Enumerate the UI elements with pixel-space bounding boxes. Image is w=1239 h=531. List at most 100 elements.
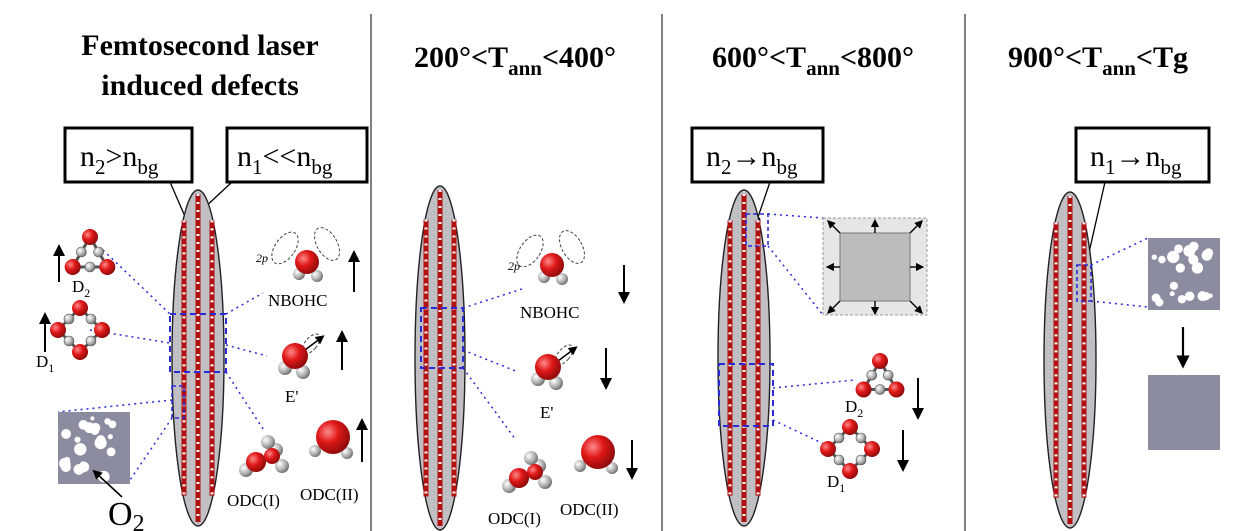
modified-region-ellipse [1043, 191, 1097, 529]
panel-title-line: Femtosecond laser [81, 29, 318, 62]
modified-region-ellipse [414, 185, 466, 531]
o-atom [842, 419, 858, 435]
spin-arrow [557, 346, 578, 362]
void-bubble [74, 443, 87, 456]
void-bubble [1177, 295, 1187, 304]
dotted-leader [57, 399, 173, 413]
dotted-leader [767, 213, 824, 219]
void-bubble [1203, 248, 1214, 258]
void-bubble [73, 464, 85, 475]
two-p-label: 2p [508, 259, 520, 273]
panel-600-800: 600°<Tann<800° n2→nbg D2 D1 [690, 41, 928, 527]
o-atom [509, 468, 529, 488]
void-bubble [90, 416, 95, 421]
void-bubble [1184, 291, 1195, 301]
si-atom [882, 369, 894, 381]
o-atom [99, 259, 116, 275]
o-atom [581, 435, 615, 469]
d1-label: D1 [827, 472, 845, 495]
void-bubble [1158, 255, 1166, 264]
e-prime-label: E' [285, 387, 298, 406]
odc2-label: ODC(II) [560, 500, 619, 519]
panel-title-line: induced defects [101, 69, 299, 102]
si-atom [311, 270, 323, 282]
dashed-box-small [745, 213, 769, 247]
expansion-arrows [825, 218, 925, 316]
void-bubble [1174, 244, 1183, 254]
odc2-molecule [574, 435, 618, 474]
nbohc-label: NBOHC [520, 303, 580, 322]
dotted-leader [462, 287, 526, 309]
orbital [516, 234, 544, 268]
void-bubble [1197, 291, 1208, 302]
o2-label: O2 [108, 496, 144, 531]
si-atom [556, 273, 568, 285]
dense-square [1148, 375, 1220, 450]
void-bubble [104, 418, 111, 425]
si-atom [76, 246, 87, 258]
void-bubble [90, 422, 101, 433]
void-bubble [74, 436, 81, 443]
void-bubble [63, 456, 71, 464]
void-bubble [1188, 241, 1199, 252]
o-atom [264, 448, 280, 464]
panel-femtosecond: Femtosecond laser induced defects n2>nbg… [36, 29, 369, 531]
dotted-leader [1090, 237, 1149, 266]
si-atom [549, 376, 563, 390]
d2-ring [64, 229, 116, 275]
d2-ring [855, 353, 905, 398]
o-atom [72, 344, 88, 360]
odc1-molecule [239, 435, 289, 477]
si-atom [309, 445, 321, 457]
dashed-box-small [1076, 264, 1092, 302]
void-bubble [1191, 262, 1204, 274]
dotted-leader [767, 245, 824, 316]
expansion-arrow [909, 300, 923, 314]
panel-title: 900°<Tann<Tg [1008, 41, 1188, 80]
si-atom [574, 460, 586, 472]
e-prime-molecule [278, 333, 325, 379]
si-atom [855, 454, 867, 466]
orbital [559, 230, 585, 264]
void-bubble [1175, 263, 1185, 273]
spin-arrow [304, 335, 325, 351]
o2-arrow [92, 469, 123, 498]
si-atom [855, 432, 867, 444]
void-bubble [1169, 291, 1175, 297]
dashed-box [718, 363, 774, 427]
index-label: n1<<nbg [237, 140, 333, 179]
d1-ring [50, 300, 110, 360]
o-atom [82, 229, 98, 245]
modified-region-ellipse [171, 189, 225, 527]
o-atom [855, 381, 872, 398]
panel-200-400: 200°<Tann<400° 2p NBOHC E' ODC(I) ODC(II… [414, 41, 638, 531]
si-atom [538, 475, 552, 489]
dotted-leader [225, 371, 266, 433]
index-label: n1→nbg [1090, 140, 1182, 179]
modified-region-ellipse [717, 189, 771, 527]
dashed-box-small [171, 385, 185, 419]
o-atom [316, 420, 350, 454]
si-atom [84, 261, 96, 273]
si-atom [874, 384, 886, 395]
void-bubble [1188, 255, 1194, 261]
void-bubble [1169, 281, 1178, 290]
si-atom [866, 369, 878, 381]
o-atom [246, 452, 266, 472]
si-atom [275, 459, 289, 473]
orbital [301, 333, 321, 355]
e-prime-molecule [531, 344, 578, 390]
odc1-molecule [502, 451, 552, 493]
stress-relief-square [839, 232, 911, 302]
o-atom [527, 464, 543, 480]
expansion-arrow [827, 300, 841, 314]
o-atom [295, 250, 319, 274]
dotted-leader [772, 379, 856, 389]
two-p-label: 2p [256, 251, 268, 265]
si-atom [63, 313, 75, 325]
dashed-box [169, 313, 227, 373]
d2-label: D2 [72, 277, 90, 300]
d2-label: D2 [845, 397, 863, 420]
d1-label: D1 [36, 352, 54, 375]
